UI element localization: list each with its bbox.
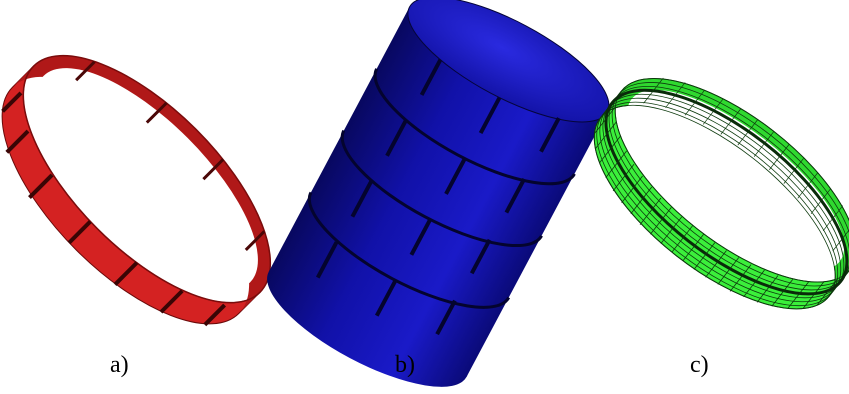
red-ring (1, 54, 272, 327)
panel-label-c: c) (690, 352, 709, 378)
red-ring-opening (35, 68, 258, 291)
panel-label-a: a) (110, 352, 129, 378)
blue-cylinder-rings (307, 68, 576, 309)
blue-cylinder (267, 0, 610, 387)
red-ring-seams (1, 91, 227, 327)
blue-cylinder-stringers (315, 58, 561, 336)
green-meshed-ring (593, 77, 849, 310)
green-ring-opening (627, 89, 845, 271)
panel-label-b: b) (395, 352, 415, 378)
